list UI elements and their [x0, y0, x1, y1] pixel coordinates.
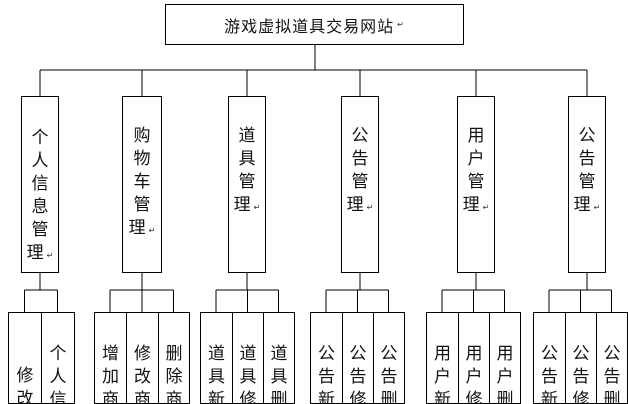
- paragraph-mark-icon: ↵: [46, 251, 54, 260]
- leaf-node: 用户修: [458, 312, 490, 404]
- module-label: 道具管理↵: [233, 126, 261, 215]
- leaf-label: 公告新: [318, 344, 335, 404]
- module-node: 公告管理↵: [568, 96, 606, 273]
- leaf-label: 道具删: [270, 344, 288, 404]
- leaf-label: 公告修: [572, 344, 590, 404]
- leaf-node: 道具新: [200, 312, 233, 404]
- module-label: 购物车管理↵: [128, 126, 156, 238]
- module-label: 用户管理↵: [462, 126, 490, 215]
- leaf-node: 公告修: [342, 312, 374, 404]
- leaf-label: 公告删: [380, 344, 398, 404]
- leaf-node: 用户删: [489, 312, 521, 404]
- leaf-node: 公告删: [373, 312, 405, 404]
- root-node: 游戏虚拟道具交易网站↵: [165, 4, 464, 45]
- module-node: 公告管理↵: [341, 96, 379, 273]
- leaf-node: 个人信: [41, 312, 75, 404]
- module-node: 购物车管理↵: [122, 96, 162, 273]
- leaf-label: 增加商: [102, 344, 119, 404]
- paragraph-mark-icon: ↵: [366, 203, 374, 212]
- leaf-label: 道具新: [208, 344, 225, 404]
- leaf-label: 道具修: [239, 344, 257, 404]
- module-label: 公告管理↵: [346, 126, 374, 215]
- leaf-label: 删除商: [165, 344, 183, 404]
- module-label: 个人信息管理↵: [26, 128, 54, 263]
- module-node: 道具管理↵: [228, 96, 266, 273]
- leaf-node: 道具修: [232, 312, 264, 404]
- module-node: 用户管理↵: [457, 96, 495, 273]
- paragraph-mark-icon: ↵: [253, 203, 261, 212]
- leaf-node: 公告删: [596, 312, 628, 404]
- paragraph-mark-icon: ↵: [482, 203, 490, 212]
- leaf-label: 用户修: [465, 344, 483, 404]
- leaf-node: 修改: [8, 312, 42, 404]
- leaf-node: 公告新: [310, 312, 343, 404]
- paragraph-mark-icon: ↵: [397, 20, 405, 29]
- paragraph-mark-icon: ↵: [593, 203, 601, 212]
- leaf-label: 个人信: [49, 344, 67, 404]
- root-label: 游戏虚拟道具交易网站: [224, 16, 395, 36]
- leaf-node: 用户新: [426, 312, 459, 404]
- leaf-label: 修改: [16, 366, 34, 404]
- leaf-label: 用户删: [496, 344, 514, 404]
- module-label: 公告管理↵: [573, 126, 601, 215]
- leaf-node: 修改商: [126, 312, 159, 404]
- leaf-label: 公告修: [349, 344, 367, 404]
- leaf-label: 用户新: [434, 344, 451, 404]
- module-node: 个人信息管理↵: [21, 96, 59, 273]
- leaf-label: 公告新: [541, 344, 558, 404]
- leaf-label: 公告删: [603, 344, 621, 404]
- leaf-node: 删除商: [158, 312, 190, 404]
- leaf-node: 增加商: [94, 312, 127, 404]
- paragraph-mark-icon: ↵: [148, 226, 156, 235]
- leaf-label: 修改商: [134, 344, 151, 404]
- leaf-node: 公告新: [533, 312, 566, 404]
- leaf-node: 道具删: [263, 312, 295, 404]
- leaf-node: 公告修: [565, 312, 597, 404]
